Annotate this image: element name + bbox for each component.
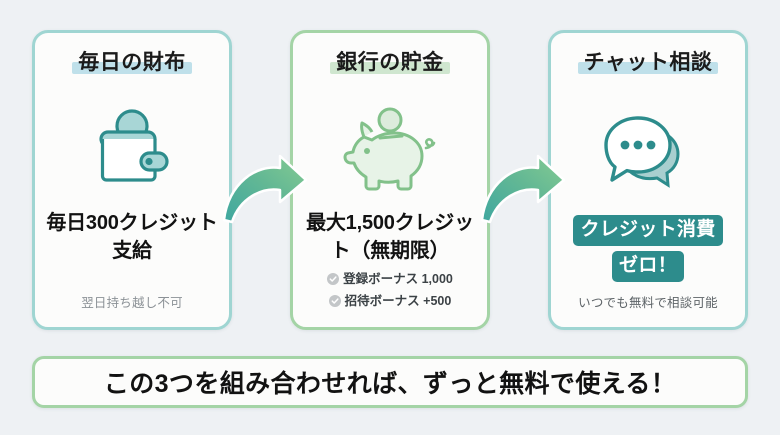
card-title-chat-consult: チャット相談 (577, 49, 719, 76)
title-highlight-bar (330, 62, 450, 75)
card-title-text: 銀行の貯金 (336, 51, 444, 74)
chat-bubbles-icon (604, 116, 680, 188)
card-bank-savings: 銀行の貯金 最大1,500クレジット（無期限） 登録 (290, 30, 490, 330)
bonus-list-item: 登録ボーナス 1,000 (293, 269, 487, 291)
badge-credit-consumption: クレジット消費 (573, 215, 723, 246)
card-title-text: チャット相談 (583, 51, 713, 74)
bonus-list-item: 招待ボーナス +500 (293, 291, 487, 313)
badge-zero: ゼロ！ (612, 250, 684, 282)
card-note-chat-consult: いつでも無料で相談可能 (578, 296, 718, 310)
icon-area (551, 91, 745, 209)
piggy-bank-icon (343, 107, 436, 191)
card-title-bank-savings: 銀行の貯金 (330, 49, 450, 76)
arrow-bank-to-chat (480, 150, 566, 228)
banner-text: この3つを組み合わせれば、ずっと無料で使える！ (103, 370, 677, 398)
card-title-wrapper: 毎日の財布 (35, 49, 229, 76)
icon-area (35, 91, 229, 209)
card-main-text-bank-savings: 最大1,500クレジット（無期限） (306, 212, 474, 263)
badge-stack: クレジット消費 ゼロ！ (551, 215, 745, 287)
check-circle-icon (327, 271, 340, 291)
badge-row: ゼロ！ (551, 250, 745, 282)
card-note-daily-wallet: 翌日持ち越し不可 (81, 296, 183, 310)
bonus-list: 登録ボーナス 1,000 招待ボーナス +500 (293, 269, 487, 314)
card-main-text-daily-wallet: 毎日300クレジット支給 (46, 212, 218, 263)
bottom-banner: この3つを組み合わせれば、ずっと無料で使える！ (32, 356, 748, 408)
icon-area (293, 91, 487, 209)
arrow-wallet-to-bank (222, 150, 308, 228)
card-title-wrapper: チャット相談 (551, 49, 745, 76)
bonus-label: 登録ボーナス 1,000 (343, 271, 453, 286)
card-title-wrapper: 銀行の貯金 (293, 49, 487, 76)
card-chat-consult: チャット相談 クレジット消費 ゼロ！ いつでも無料で相談可能 (548, 30, 748, 330)
wallet-icon (99, 109, 169, 182)
card-title-daily-wallet: 毎日の財布 (72, 49, 192, 76)
title-highlight-bar (577, 62, 719, 75)
title-highlight-bar (72, 62, 192, 75)
check-circle-icon (328, 293, 341, 313)
card-title-text: 毎日の財布 (78, 51, 186, 74)
cards-row: 毎日の財布 毎日300クレジット支給 翌日持ち越し不可 銀行の貯金 (32, 30, 748, 330)
bonus-label: 招待ボーナス +500 (344, 293, 452, 308)
badge-row: クレジット消費 (551, 215, 745, 246)
card-daily-wallet: 毎日の財布 毎日300クレジット支給 翌日持ち越し不可 (32, 30, 232, 330)
